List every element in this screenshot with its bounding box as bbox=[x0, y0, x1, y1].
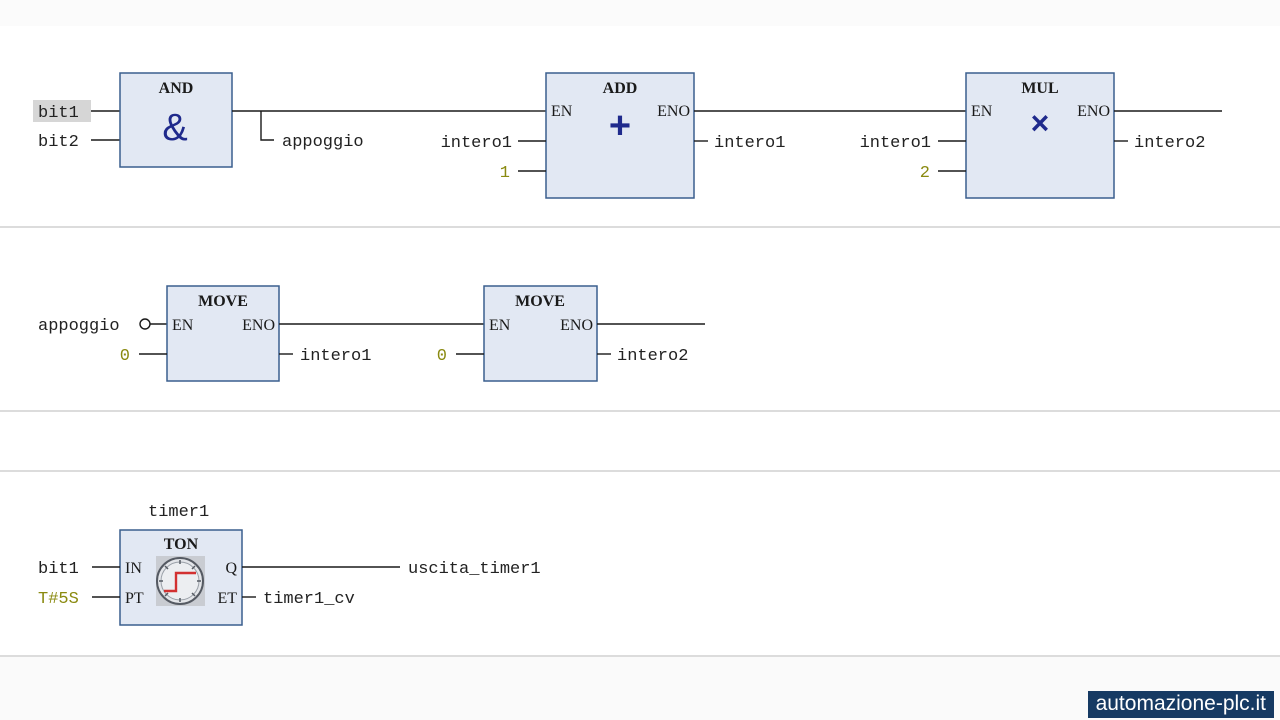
move2-block-title: MOVE bbox=[515, 293, 565, 310]
network-separator bbox=[0, 410, 1280, 412]
ton-pt-pin: PT bbox=[125, 590, 144, 607]
and-input-2[interactable]: bit2 bbox=[38, 133, 79, 152]
mul-input-2[interactable]: 2 bbox=[920, 164, 930, 183]
coil-branch-wire bbox=[260, 111, 274, 141]
mul-en-pin: EN bbox=[971, 103, 993, 120]
move2-input[interactable]: 0 bbox=[437, 347, 447, 366]
move1-en-pin: EN bbox=[172, 317, 194, 334]
ton-et-output[interactable]: timer1_cv bbox=[263, 590, 355, 609]
timer-clock-icon bbox=[156, 556, 205, 606]
and-block-title: AND bbox=[159, 80, 194, 97]
ton-in-input[interactable]: bit1 bbox=[38, 560, 79, 579]
and-output[interactable]: appoggio bbox=[282, 133, 364, 152]
ampersand-icon: & bbox=[162, 107, 187, 149]
ton-et-pin: ET bbox=[217, 590, 237, 607]
move1-block[interactable] bbox=[166, 285, 280, 382]
mul-block[interactable] bbox=[965, 72, 1115, 199]
move1-block-title: MOVE bbox=[198, 293, 248, 310]
mul-output[interactable]: intero2 bbox=[1134, 134, 1205, 153]
multiply-icon: × bbox=[1031, 105, 1050, 141]
move1-input[interactable]: 0 bbox=[120, 347, 130, 366]
add-eno-pin: ENO bbox=[657, 103, 690, 120]
add-output[interactable]: intero1 bbox=[714, 134, 785, 153]
ton-pt-input[interactable]: T#5S bbox=[38, 590, 79, 609]
selection-highlight bbox=[33, 100, 91, 122]
move2-block[interactable] bbox=[483, 285, 598, 382]
move1-eno-pin: ENO bbox=[242, 317, 275, 334]
and-block[interactable] bbox=[119, 72, 233, 168]
top-band bbox=[0, 0, 1280, 26]
move1-en-input[interactable]: appoggio bbox=[38, 317, 120, 336]
ton-q-pin: Q bbox=[225, 560, 237, 577]
add-block-title: ADD bbox=[603, 80, 638, 97]
mul-input-1[interactable]: intero1 bbox=[860, 134, 931, 153]
network-separator bbox=[0, 226, 1280, 228]
negation-circle bbox=[139, 318, 151, 330]
move1-output[interactable]: intero1 bbox=[300, 347, 371, 366]
add-input-1[interactable]: intero1 bbox=[441, 134, 512, 153]
network-2: appoggio MOVE EN ENO 0 intero1 MOVE EN E… bbox=[38, 285, 705, 382]
plus-icon: + bbox=[609, 105, 631, 147]
mul-block-title: MUL bbox=[1021, 80, 1058, 97]
ton-in-pin: IN bbox=[125, 560, 142, 577]
move2-eno-pin: ENO bbox=[560, 317, 593, 334]
network-separator bbox=[0, 470, 1280, 472]
move2-en-pin: EN bbox=[489, 317, 511, 334]
network-3: timer1 TON IN PT Q ET bit1 T#5S bbox=[38, 503, 541, 626]
watermark-logo: automazione-plc.it bbox=[1087, 691, 1274, 718]
ton-block-title: TON bbox=[164, 536, 199, 553]
bottom-band bbox=[0, 657, 1280, 720]
move2-output[interactable]: intero2 bbox=[617, 347, 688, 366]
network-1: bit1 bit2 AND & appoggio ADD EN ENO + in… bbox=[33, 72, 1222, 199]
mul-eno-pin: ENO bbox=[1077, 103, 1110, 120]
add-input-2[interactable]: 1 bbox=[500, 164, 510, 183]
network-separator bbox=[0, 655, 1280, 657]
timer-instance-name[interactable]: timer1 bbox=[148, 503, 209, 522]
ton-q-output[interactable]: uscita_timer1 bbox=[408, 560, 541, 579]
add-en-pin: EN bbox=[551, 103, 573, 120]
and-input-1[interactable]: bit1 bbox=[38, 104, 79, 123]
add-block[interactable] bbox=[545, 72, 695, 199]
